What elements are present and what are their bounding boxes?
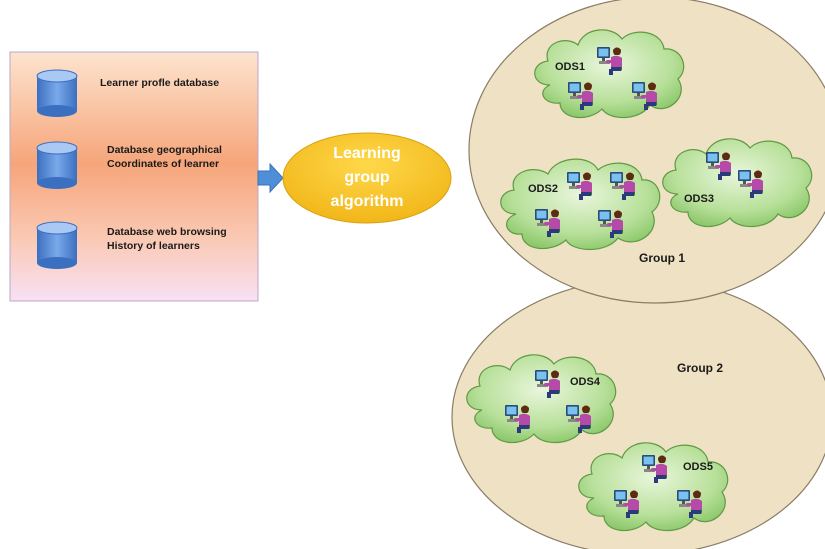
algorithm-label-line-2: group [344,169,390,186]
ods-label-2: ODS2 [528,183,558,195]
group-2-label: Group 2 [677,361,723,375]
cloud-icon [500,158,661,250]
ods-label-4: ODS4 [570,376,601,388]
database-label-geo-line-1: Database geographical [107,144,222,156]
group-1-label: Group 1 [639,251,685,265]
cloud-icon [662,138,813,228]
ods-label-3: ODS3 [684,193,714,205]
cloud-icon [578,442,729,532]
learning-group-algorithm-node [282,132,452,224]
database-icon [36,69,78,117]
algorithm-label-line-1: Learning [333,145,401,162]
arrow-icon [257,162,284,194]
database-icon [36,221,78,269]
algorithm-label-line-3: algorithm [331,193,404,210]
database-label-learner-profile: Learner profle database [100,77,219,89]
database-label-web-line-1: Database web browsing [107,226,227,238]
database-label-geo-line-2: Coordinates of learner [107,158,219,170]
ods-label-1: ODS1 [555,61,585,73]
database-label-web-line-2: History of learners [107,240,200,252]
ods-label-5: ODS5 [683,461,713,473]
database-icon [36,141,78,189]
